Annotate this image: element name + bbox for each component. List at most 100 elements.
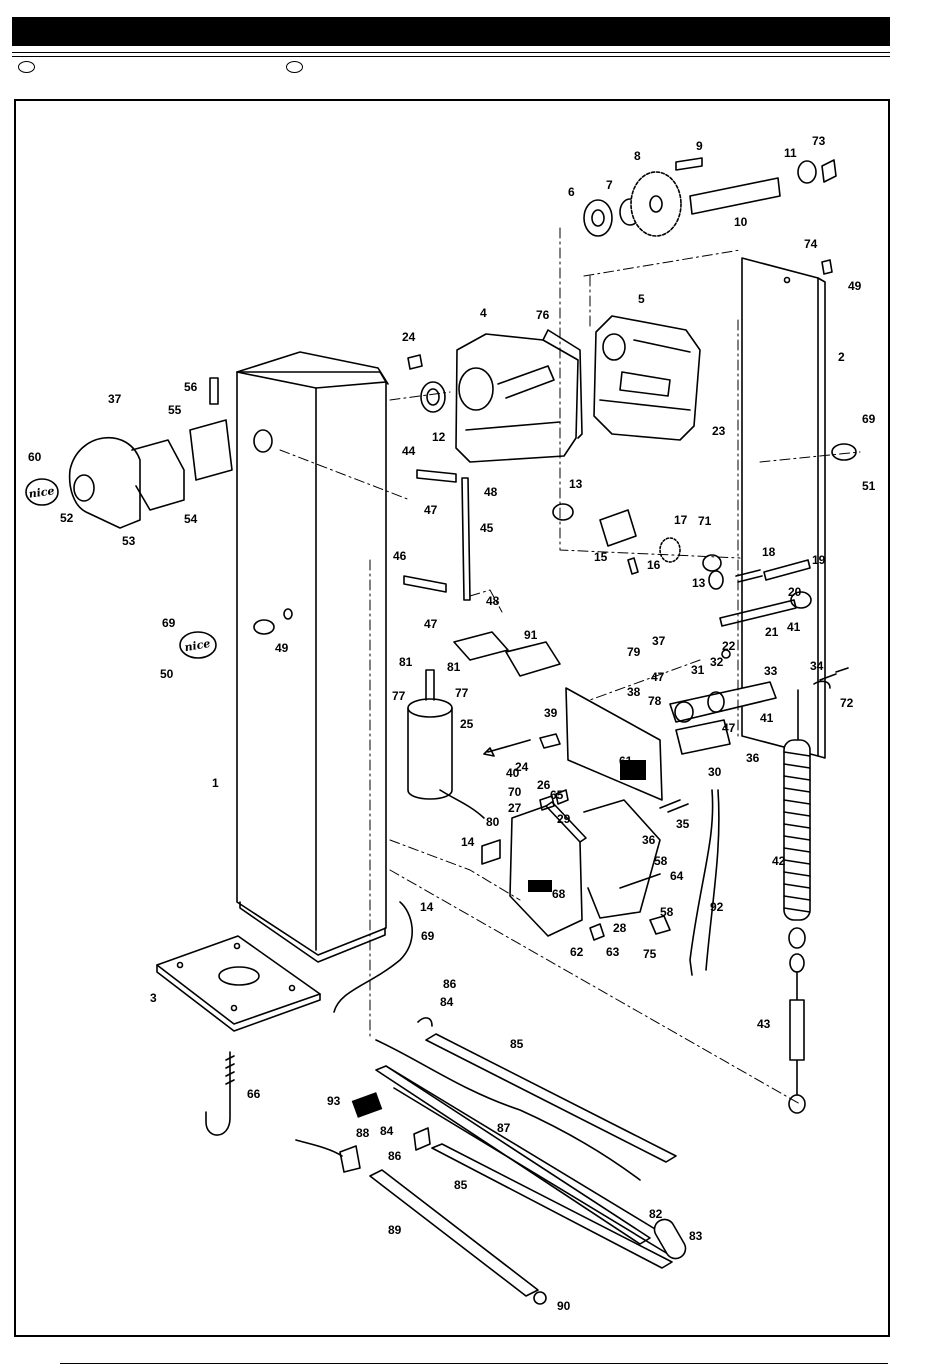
callout-33: 33 <box>764 664 778 678</box>
language-marker-left <box>18 61 35 73</box>
callout-16: 16 <box>647 558 661 572</box>
callout-8: 8 <box>634 149 641 163</box>
part-vertical-plate <box>741 257 826 759</box>
callout-47: 47 <box>424 503 438 517</box>
callout-1: 1 <box>212 776 219 790</box>
callout-47: 47 <box>424 617 438 631</box>
callout-27: 27 <box>508 801 522 815</box>
callout-34: 34 <box>810 659 824 673</box>
callout-12: 12 <box>432 430 446 444</box>
part-turnbuckle <box>788 953 806 1114</box>
callout-42: 42 <box>772 854 786 868</box>
callout-60: 60 <box>28 450 42 464</box>
callout-70: 70 <box>508 785 522 799</box>
header-rule-top <box>12 52 890 53</box>
callout-24: 24 <box>402 330 416 344</box>
callout-29: 29 <box>557 812 571 826</box>
part-pivot-shaft <box>719 591 812 659</box>
callout-93: 93 <box>327 1094 341 1108</box>
part-bolts <box>483 667 849 813</box>
callout-19: 19 <box>812 553 826 567</box>
callout-3: 3 <box>150 991 157 1005</box>
callout-46: 46 <box>393 549 407 563</box>
brand-mark-text: nice <box>184 637 212 654</box>
part-mounting-brackets <box>403 469 471 601</box>
callout-25: 25 <box>460 717 474 731</box>
callout-75: 75 <box>643 947 657 961</box>
callout-58: 58 <box>660 905 674 919</box>
part-capacitor <box>407 669 485 819</box>
part-small-plate <box>481 839 501 865</box>
callout-89: 89 <box>388 1223 402 1237</box>
diagram-frame <box>14 99 890 1337</box>
callout-62: 62 <box>570 945 584 959</box>
callout-4: 4 <box>480 306 487 320</box>
callout-86: 86 <box>388 1149 402 1163</box>
header-bar <box>12 17 890 46</box>
callout-49: 49 <box>275 641 289 655</box>
part-gearbox-cover <box>593 315 701 441</box>
callout-47: 47 <box>722 721 736 735</box>
language-marker-right <box>286 61 303 73</box>
callout-40: 40 <box>506 766 520 780</box>
callout-44: 44 <box>402 444 416 458</box>
part-anchor-bolt <box>205 1051 235 1136</box>
brand-mark-text: nice <box>28 484 55 500</box>
callout-31: 31 <box>691 663 705 677</box>
callout-36: 36 <box>642 833 656 847</box>
part-plate-ring <box>831 443 857 461</box>
callout-7: 7 <box>606 178 613 192</box>
callout-86: 86 <box>443 977 457 991</box>
callout-84: 84 <box>440 995 454 1009</box>
callout-35: 35 <box>676 817 690 831</box>
callout-14: 14 <box>420 900 434 914</box>
callout-79: 79 <box>627 645 641 659</box>
callout-20: 20 <box>788 585 802 599</box>
callout-63: 63 <box>606 945 620 959</box>
header-rule-bottom <box>12 56 890 57</box>
brand-badge-left <box>25 478 59 506</box>
callout-66: 66 <box>247 1087 261 1101</box>
callout-52: 52 <box>60 511 74 525</box>
part-output-shaft-group <box>583 157 837 237</box>
callout-71: 71 <box>698 514 712 528</box>
callout-80: 80 <box>486 815 500 829</box>
callout-48: 48 <box>486 594 500 608</box>
callout-85: 85 <box>454 1178 468 1192</box>
callout-81: 81 <box>447 660 461 674</box>
part-control-board <box>565 687 663 801</box>
footer-rule <box>60 1363 888 1364</box>
part-base-plate <box>156 935 321 1032</box>
callout-56: 56 <box>184 380 198 394</box>
callout-37: 37 <box>652 634 666 648</box>
callout-69: 69 <box>862 412 876 426</box>
callout-45: 45 <box>480 521 494 535</box>
callout-47: 47 <box>651 670 665 684</box>
callout-65: 65 <box>550 788 564 802</box>
part-balance-spring <box>783 689 811 949</box>
callout-37: 37 <box>108 392 122 406</box>
callout-87: 87 <box>497 1121 511 1135</box>
callout-28: 28 <box>613 921 627 935</box>
callout-48: 48 <box>484 485 498 499</box>
part-control-box <box>509 799 661 937</box>
callout-55: 55 <box>168 403 182 417</box>
callout-92: 92 <box>710 900 724 914</box>
callout-36: 36 <box>746 751 760 765</box>
callout-13: 13 <box>569 477 583 491</box>
callout-38: 38 <box>627 685 641 699</box>
callout-84: 84 <box>380 1124 394 1138</box>
callout-32: 32 <box>710 655 724 669</box>
callout-18: 18 <box>762 545 776 559</box>
callout-77: 77 <box>455 686 469 700</box>
assembly-guide-lines <box>279 227 861 1105</box>
part-bearing-cover <box>68 377 233 529</box>
callout-24: 24 <box>515 760 529 774</box>
callout-76: 76 <box>536 308 550 322</box>
part-worm-group <box>552 503 811 590</box>
callout-53: 53 <box>122 534 136 548</box>
part-boom-arm <box>295 1017 687 1305</box>
callout-88: 88 <box>356 1126 370 1140</box>
callout-43: 43 <box>757 1017 771 1031</box>
callout-73: 73 <box>812 134 826 148</box>
